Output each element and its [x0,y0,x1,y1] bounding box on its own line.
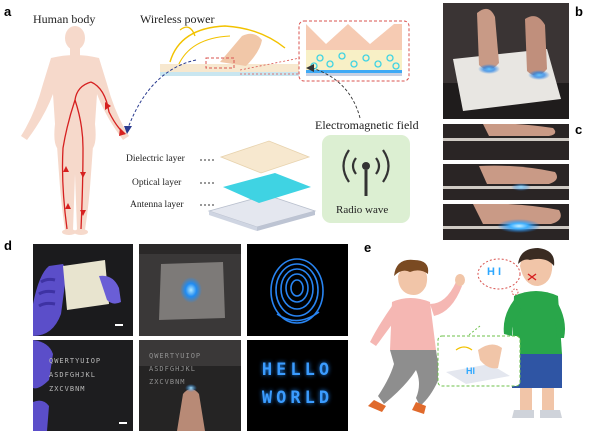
layer-label-antenna: Antenna layer [130,200,184,210]
panel-d-photo-glove-film [33,244,133,336]
tablet-text: HI [466,366,475,376]
standing-person [503,248,565,418]
waving-person [368,259,465,414]
keyboard-row-2: ASDFGHJKL [49,371,96,379]
keyboard-row-3: ZXCVBNM [49,385,86,393]
panel-d-photo-touch-glow [139,244,241,336]
wireless-power-label: Wireless power [140,12,215,26]
message-line-1: HELLO [261,360,334,380]
panel-a: a Human body Wireless power [0,0,425,240]
panel-d-photo-typing: QWERTYUIOP ASDFGHJKL ZXCVBNM [139,340,241,431]
antenna-icon [342,149,390,196]
panel-label-c: c [575,122,583,137]
nerve-path-left [61,81,92,230]
inset-connector-lines [240,57,301,75]
typing-film-text: QWERTYUIOP ASDFGHJKL ZXCVBNM [149,350,239,389]
panel-label-e: e [364,240,372,255]
power-arrow [124,59,197,134]
panel-e-illustration [368,248,565,418]
panel-d-photo-glove-keyboard: QWERTYUIOP ASDFGHJKL ZXCVBNM [33,340,133,431]
panel-d-photo-hello-world: HELLO WORLD [247,340,348,431]
panel-label-b: b [575,4,583,19]
human-body-label: Human body [33,12,96,26]
layer-dash-markers [200,159,216,206]
typing-row-2: ASDFGHJKL [149,365,196,373]
glowing-message: HELLO WORLD [247,356,348,412]
layer-stack [207,140,317,231]
panel-label-a: a [4,4,12,19]
layer-zoom-inset [298,20,410,82]
typing-row-3: ZXCVBNM [149,378,186,386]
panel-c-photo-2 [443,164,569,200]
layer-label-optical: Optical layer [132,178,182,188]
message-line-2: WORLD [261,388,334,408]
wireless-device-illustration [160,25,300,76]
thought-bubble-text: H I [487,266,502,278]
layer-label-dielectric: Dielectric layer [126,154,185,164]
panel-b-photo [443,3,569,119]
field-arrow [306,64,361,119]
optical-layer [223,173,311,203]
panel-d-photo-fingerprint [247,244,348,336]
human-body-figure [21,26,129,235]
typing-row-1: QWERTYUIOP [149,352,202,360]
panel-label-d: d [4,238,12,253]
dielectric-layer [219,140,311,174]
panel-c-photo-1 [443,124,569,160]
electromagnetic-field-label: Electromagnetic field [315,118,419,132]
tablet-inset [437,325,521,387]
keyboard-film-text: QWERTYUIOP ASDFGHJKL ZXCVBNM [49,354,133,396]
panel-c-photo-3 [443,204,569,240]
radio-wave-label: Radio wave [336,204,389,216]
keyboard-row-1: QWERTYUIOP [49,357,102,365]
